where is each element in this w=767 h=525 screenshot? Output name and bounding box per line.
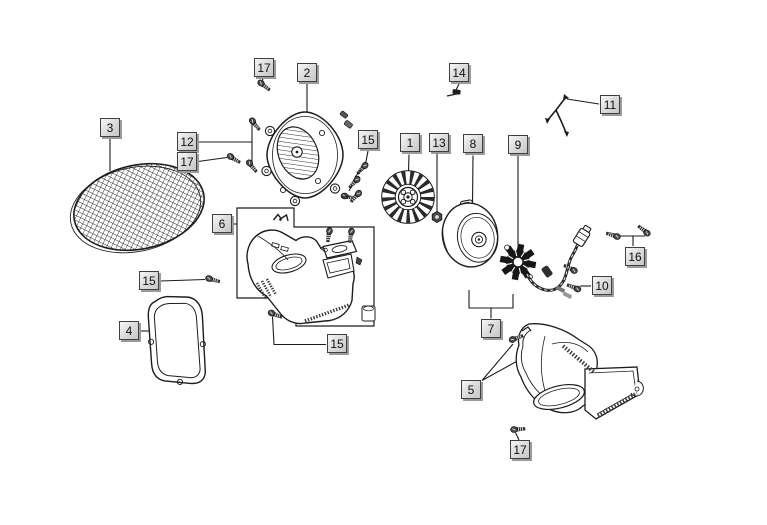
callout-15-right[interactable]: 15 [358, 130, 378, 149]
callout-9[interactable]: 9 [508, 135, 528, 154]
callout-15-left[interactable]: 15 [139, 271, 159, 290]
screw-17-bottom [509, 424, 526, 434]
screw-15-chain-2 [347, 174, 362, 191]
screw-10-b [565, 282, 583, 294]
screw-shroud-b [347, 227, 356, 244]
screw-12-a [247, 116, 263, 132]
screw-17-top [256, 78, 273, 93]
cable-clip-figure [545, 94, 569, 137]
callout-8[interactable]: 8 [463, 134, 483, 153]
callout-5[interactable]: 5 [461, 380, 481, 399]
callout-13[interactable]: 13 [429, 133, 449, 152]
callout-7[interactable]: 7 [481, 319, 501, 338]
cable-connector [572, 224, 592, 247]
callout-1[interactable]: 1 [400, 133, 420, 152]
screw-16-a [605, 230, 622, 241]
cable-grommet [541, 265, 553, 278]
flywheel-nut-figure [431, 211, 443, 223]
plate [322, 239, 358, 259]
mesh-grille [69, 162, 205, 254]
air-shroud-figure [246, 213, 376, 325]
callout-4[interactable]: 4 [119, 321, 139, 340]
screw-16-b [635, 223, 652, 238]
woodruff-key-figure [446, 89, 461, 97]
part-group-frame [236, 207, 375, 327]
callout-10[interactable]: 10 [592, 276, 612, 295]
callout-2[interactable]: 2 [297, 63, 317, 82]
callout-3[interactable]: 3 [100, 118, 120, 137]
callout-12[interactable]: 12 [177, 132, 197, 151]
screw-shroud-a [325, 226, 334, 243]
screws [204, 78, 652, 434]
callout-16[interactable]: 16 [625, 247, 645, 266]
gasket-figure [147, 295, 207, 385]
screw-17-left [225, 151, 242, 165]
small-clip [355, 256, 363, 266]
callout-17-top[interactable]: 17 [254, 58, 274, 77]
flywheel-fan-figure [381, 170, 435, 224]
callout-14[interactable]: 14 [449, 63, 469, 82]
callout-15-bottom[interactable]: 15 [327, 334, 347, 353]
callout-6[interactable]: 6 [212, 214, 232, 233]
callout-11[interactable]: 11 [600, 95, 620, 114]
fan-cover-figure [261, 110, 353, 207]
callout-17-left[interactable]: 17 [177, 152, 197, 171]
callout-17-bottom[interactable]: 17 [510, 440, 530, 459]
flywheel-rotor-figure [441, 199, 499, 268]
lower-cover-figure [515, 323, 644, 420]
leader-lines [109, 78, 645, 441]
screw-15-left [204, 274, 221, 285]
stator-figure [499, 224, 592, 299]
